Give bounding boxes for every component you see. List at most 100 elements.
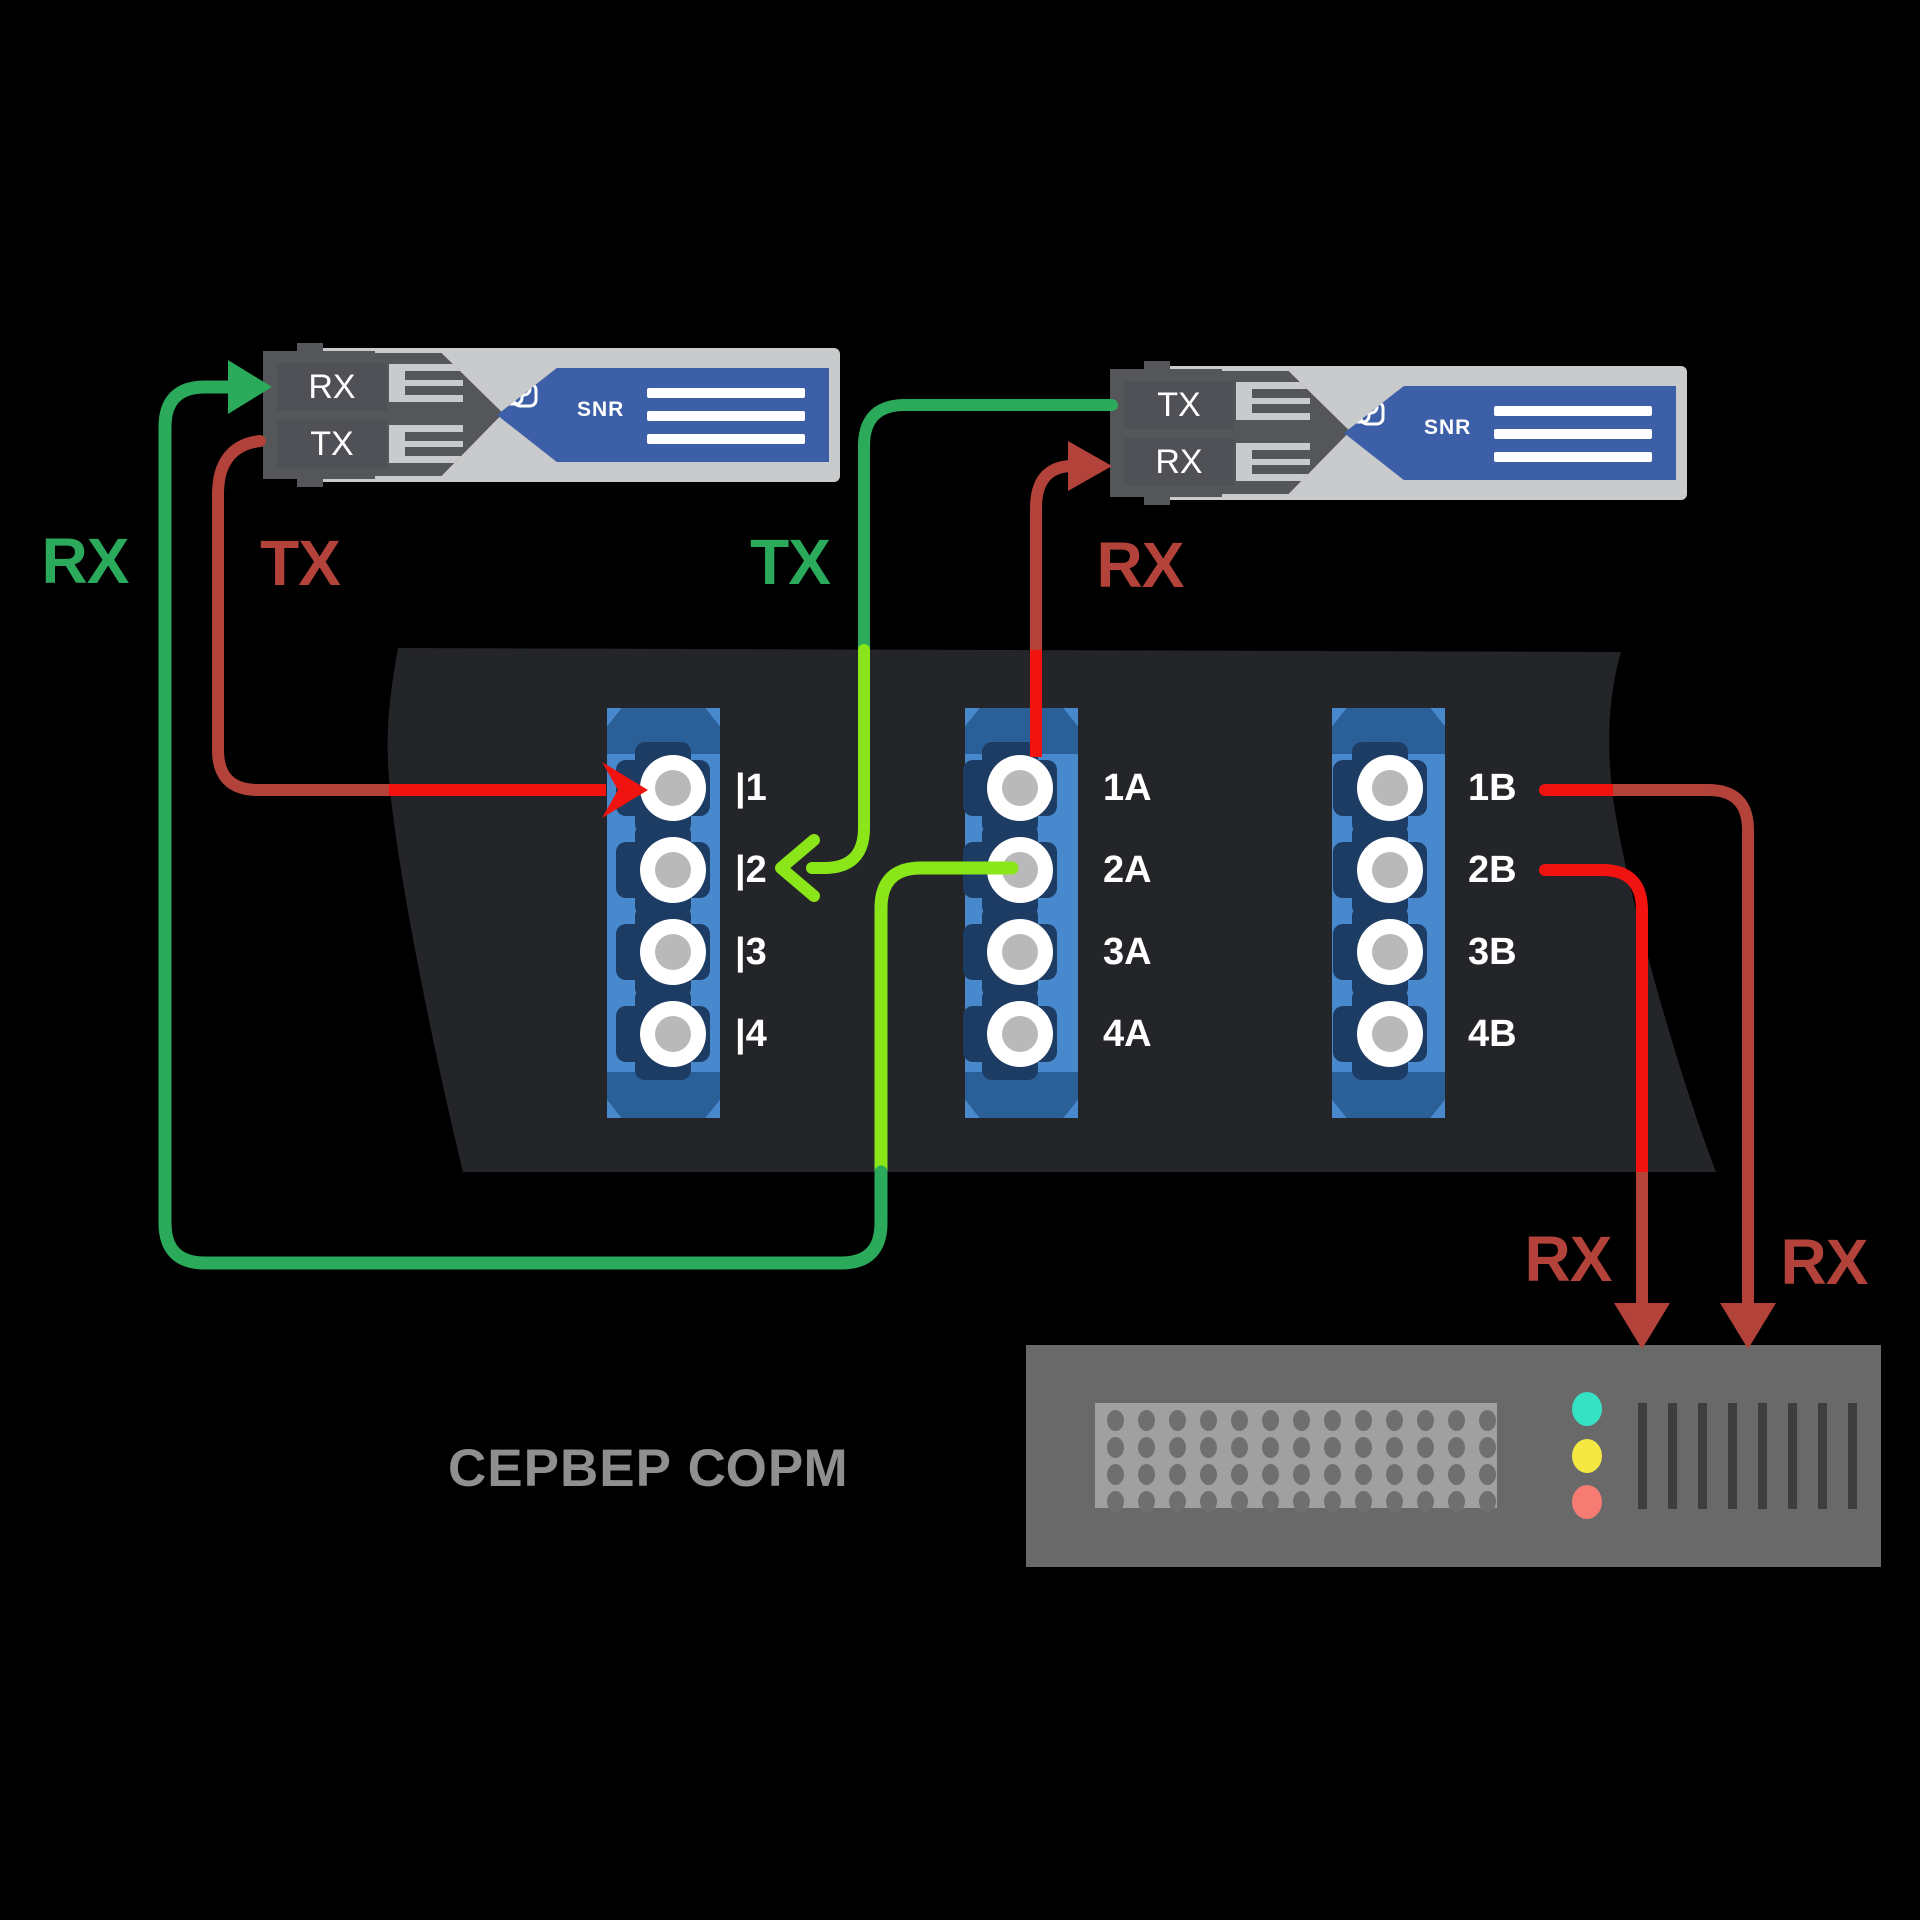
grille-hole <box>1355 1437 1372 1458</box>
lc-port-ferrule <box>655 934 691 970</box>
vent-slat <box>1788 1403 1797 1509</box>
fiber-tx-outside <box>858 399 1118 656</box>
grille-hole <box>1262 1437 1279 1458</box>
label-tx-red: TX <box>260 527 341 599</box>
sfp-rx-port-label: RX <box>1124 438 1234 486</box>
grille-hole <box>1355 1410 1372 1431</box>
label-tx-green: TX <box>750 526 831 598</box>
arrowhead-1b-into-server <box>1720 1303 1776 1349</box>
server-title: СЕРВЕР СОРМ <box>448 1439 849 1498</box>
vent-slat <box>1818 1403 1827 1509</box>
label-rx-red: RX <box>1096 529 1185 601</box>
grille-hole <box>1479 1491 1496 1512</box>
grille-hole <box>1231 1491 1248 1512</box>
port-label: 2A <box>1103 849 1152 891</box>
label-rx-server-left: RX <box>1524 1223 1613 1295</box>
grille-hole <box>1138 1437 1155 1458</box>
grille-hole <box>1386 1410 1403 1431</box>
vent-slat <box>1728 1403 1737 1509</box>
lc-port-ferrule <box>1372 852 1408 888</box>
grille-hole <box>1293 1491 1310 1512</box>
label-line <box>647 388 805 398</box>
label-line <box>1494 429 1652 439</box>
vent-slat <box>1758 1403 1767 1509</box>
arrowhead-into-port2 <box>775 834 820 902</box>
grille-hole <box>1169 1491 1186 1512</box>
grille-hole <box>1324 1491 1341 1512</box>
vent-slat <box>1848 1403 1857 1509</box>
snr-logo-text: SNR <box>1424 416 1472 439</box>
grille-hole <box>1386 1491 1403 1512</box>
arrowhead-into-port1 <box>602 762 648 818</box>
sfp-tx-port-label: TX <box>277 420 387 468</box>
fiber-tx-left-outside <box>212 435 395 796</box>
grille-hole <box>1448 1464 1465 1485</box>
grille-hole <box>1138 1464 1155 1485</box>
grille-hole <box>1107 1491 1124 1512</box>
grille-hole <box>1448 1491 1465 1512</box>
lc-port-ferrule <box>1372 1016 1408 1052</box>
lc-port-ferrule <box>1002 934 1038 970</box>
fiber-2b-inside <box>1539 864 1648 1178</box>
grille-hole <box>1479 1437 1496 1458</box>
lc-port-column-b <box>1332 708 1445 1118</box>
vent-slat <box>1638 1403 1647 1509</box>
port-label: |4 <box>735 1013 767 1055</box>
sfp-fin <box>1236 443 1310 481</box>
sfp-rx-port-label: RX <box>277 363 387 411</box>
grille-hole <box>1231 1437 1248 1458</box>
grille-hole <box>1262 1491 1279 1512</box>
server-vents <box>1638 1403 1866 1509</box>
grille-hole <box>1107 1464 1124 1485</box>
grille-hole <box>1169 1464 1186 1485</box>
grille-hole <box>1479 1464 1496 1485</box>
lc-port-ferrule <box>1002 770 1038 806</box>
server-led-yellow <box>1572 1439 1602 1473</box>
grille-hole <box>1107 1410 1124 1431</box>
grille-hole <box>1200 1410 1217 1431</box>
grille-hole <box>1262 1410 1279 1431</box>
lc-port-ferrule <box>655 852 691 888</box>
lc-port-ferrule <box>1372 770 1408 806</box>
lc-port-ferrule <box>655 770 691 806</box>
fiber-tx-inside <box>806 644 870 874</box>
server-led-red <box>1572 1485 1602 1519</box>
port-label: 3A <box>1103 931 1152 973</box>
vent-slat <box>1698 1403 1707 1509</box>
port-label: 3B <box>1468 931 1517 973</box>
grille-hole <box>1448 1437 1465 1458</box>
grille-hole <box>1200 1464 1217 1485</box>
port-label: |3 <box>735 931 767 973</box>
grille-hole <box>1200 1437 1217 1458</box>
grille-hole <box>1417 1410 1434 1431</box>
lc-port-ferrule <box>1372 934 1408 970</box>
lc-port-column-1 <box>607 708 720 1118</box>
grille-hole <box>1169 1410 1186 1431</box>
grille-hole <box>1448 1410 1465 1431</box>
grille-hole <box>1386 1437 1403 1458</box>
grille-hole <box>1200 1491 1217 1512</box>
grille-hole <box>1293 1464 1310 1485</box>
label-line <box>647 434 805 444</box>
sorm-server <box>1026 1345 1881 1567</box>
sfp-fin <box>389 364 463 402</box>
grille-hole <box>1479 1410 1496 1431</box>
grille-hole <box>1169 1437 1186 1458</box>
grille-hole <box>1107 1437 1124 1458</box>
grille-hole <box>1293 1410 1310 1431</box>
grille-hole <box>1417 1491 1434 1512</box>
grille-hole <box>1386 1464 1403 1485</box>
port-label: |2 <box>735 849 767 891</box>
grille-hole <box>1293 1437 1310 1458</box>
server-led-green <box>1572 1392 1602 1426</box>
lc-port-ferrule <box>1002 1016 1038 1052</box>
port-label: |1 <box>735 767 767 809</box>
arrowhead-into-right-rx <box>1068 441 1112 491</box>
grille-hole <box>1355 1491 1372 1512</box>
snr-logo-text: SNR <box>577 398 625 421</box>
sfp-fin <box>389 425 463 463</box>
server-grille <box>1095 1403 1497 1512</box>
sfp-brand-label: SNR <box>497 368 829 462</box>
